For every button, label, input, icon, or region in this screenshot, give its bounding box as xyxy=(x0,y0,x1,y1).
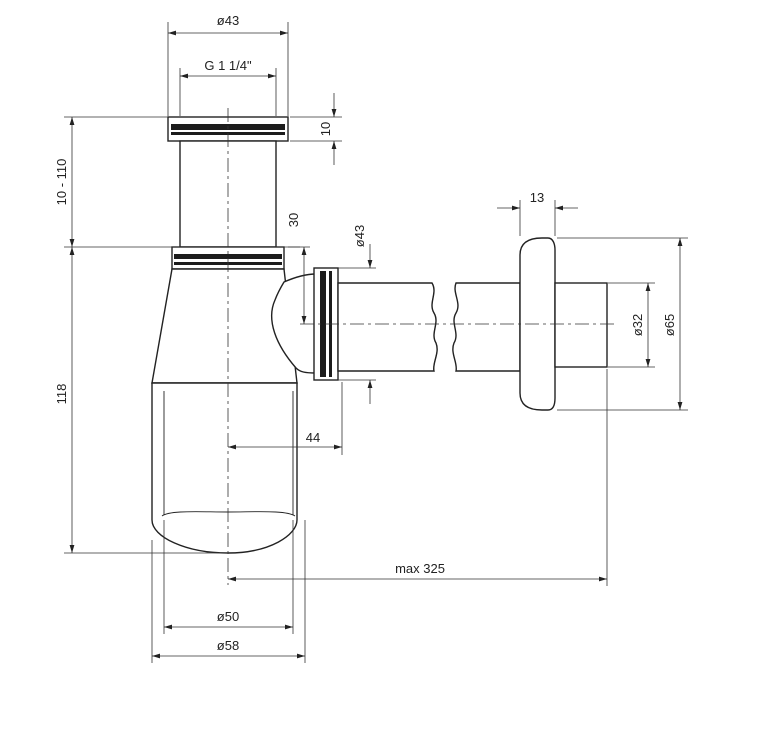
label-max-length: max 325 xyxy=(395,561,445,576)
center-lines xyxy=(227,108,618,585)
label-rosette-depth: 13 xyxy=(530,190,544,205)
label-adjustable-height: 10 - 110 xyxy=(54,159,69,206)
siphon-body xyxy=(151,116,317,554)
dimension-lines xyxy=(64,22,688,663)
label-total-height: 118 xyxy=(54,384,69,405)
outlet-pipe-right xyxy=(452,282,521,372)
label-outlet-diameter: ø43 xyxy=(352,225,367,247)
dimension-labels: ø43 G 1 1/4" 10 10 - 110 118 30 ø43 13 ø… xyxy=(54,13,677,653)
label-thread: G 1 1/4" xyxy=(204,58,252,73)
label-pipe-diameter: ø32 xyxy=(630,314,645,336)
label-side-offset: 30 xyxy=(286,213,301,227)
label-outlet-distance: 44 xyxy=(306,430,320,445)
bottom-cup xyxy=(151,382,298,554)
label-rosette-diameter: ø65 xyxy=(662,314,677,336)
outlet-pipe-left xyxy=(337,282,438,372)
label-nut-height: 10 xyxy=(318,122,333,136)
label-cup-outer-diameter: ø58 xyxy=(217,638,239,653)
label-cup-inner-diameter: ø50 xyxy=(217,609,239,624)
label-top-nut-diameter: ø43 xyxy=(217,13,239,28)
wall-spigot xyxy=(554,282,608,368)
